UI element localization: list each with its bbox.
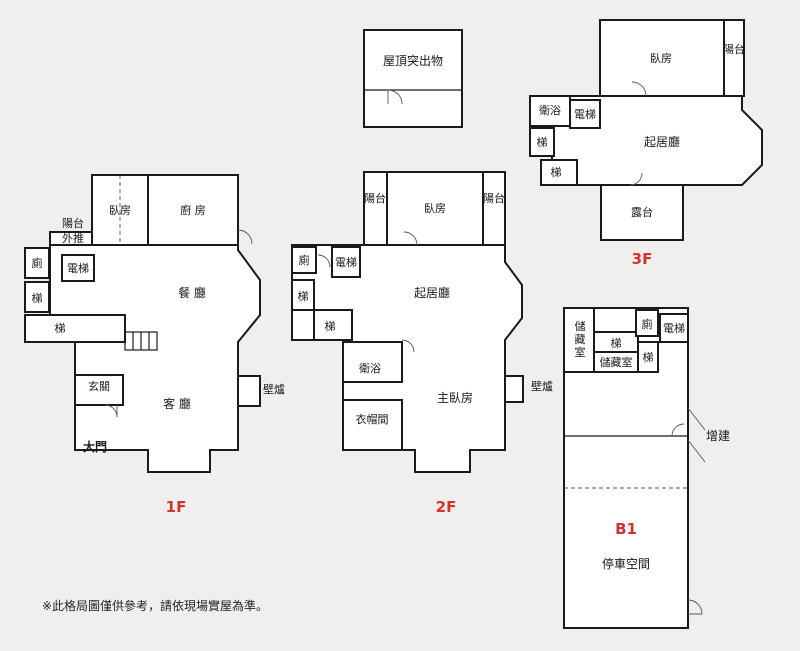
disclaimer-note: ※此格局圖僅供參考，請依現場實屋為準。 xyxy=(42,598,268,613)
3f-terrace-label: 露台 xyxy=(631,205,653,219)
2f-bathroom-label: 衛浴 xyxy=(359,362,381,375)
floor-label-2f: 2F xyxy=(436,498,457,516)
1f-balcony-label-2: 外推 xyxy=(62,231,84,245)
3f-main-outline xyxy=(551,95,763,186)
b1-toilet-room xyxy=(635,309,659,337)
floor-label-b1: B1 xyxy=(615,520,637,538)
2f-toilet-room xyxy=(291,246,317,274)
floor-b1: 儲藏室 梯 儲藏室 梯 廁 電梯 增建 B1 停車空間 xyxy=(563,307,730,629)
b1-elevator-label: 電梯 xyxy=(663,322,685,335)
2f-stairs-b-label: 梯 xyxy=(325,320,336,333)
3f-bathroom-label: 衛浴 xyxy=(539,104,561,117)
floor-3f: 臥房 陽台 衛浴 電梯 梯 梯 起居廳 露台 3F xyxy=(529,19,763,268)
3f-bedroom-label: 臥房 xyxy=(650,52,672,65)
2f-fireplace-label: 壁爐 xyxy=(531,379,553,393)
1f-entrance-label: 玄關 xyxy=(88,379,110,393)
3f-stairs-b-room xyxy=(540,159,578,186)
2f-balcony-left-room xyxy=(363,171,388,246)
1f-toilet-room xyxy=(24,247,50,279)
1f-stairs-b-label: 梯 xyxy=(55,322,66,335)
1f-kitchen-label: 廚 房 xyxy=(180,203,206,217)
floor-label-1f: 1F xyxy=(166,498,187,516)
1f-fireplace-box xyxy=(237,375,261,407)
2f-bedroom-label: 臥房 xyxy=(424,202,446,215)
roof-structure: 屋頂突出物 xyxy=(363,29,463,128)
b1-stairs-b-label: 梯 xyxy=(643,351,654,364)
b1-stairs-b-room xyxy=(637,341,659,373)
3f-balcony-label: 陽台 xyxy=(723,42,745,56)
roof-outline xyxy=(363,29,463,128)
b1-extension-label: 增建 xyxy=(706,429,730,443)
1f-entrance-room xyxy=(74,374,124,406)
b1-storage-v-label: 儲藏室 xyxy=(575,320,586,359)
2f-balcony-right-label: 陽台 xyxy=(483,191,505,205)
2f-stairs-b-room xyxy=(313,309,353,341)
2f-family-room-label: 起居廳 xyxy=(414,285,450,300)
2f-stairs-a-label: 梯 xyxy=(298,290,309,303)
1f-elevator-label: 電梯 xyxy=(67,262,89,275)
3f-stairs-a-label: 梯 xyxy=(537,136,548,149)
1f-kitchen-room xyxy=(147,174,239,246)
roof-door xyxy=(387,89,403,105)
floor-2f: 陽台 臥房 陽台 廁 電梯 梯 梯 起居廳 衛浴 衣帽間 主臥房 壁爐 2F xyxy=(291,171,553,516)
b1-stairs-a-label: 梯 xyxy=(611,337,622,350)
2f-stairs-room xyxy=(291,279,315,311)
1f-living-label: 客 廳 xyxy=(163,396,191,411)
2f-bedroom-room xyxy=(386,171,484,246)
2f-toilet-label: 廁 xyxy=(299,253,310,267)
1f-bedroom-label: 臥房 xyxy=(109,204,131,217)
3f-family-room-label: 起居廳 xyxy=(644,134,680,149)
floor-label-3f: 3F xyxy=(632,250,653,268)
3f-stairs-b-label: 梯 xyxy=(551,166,562,179)
2f-wardrobe-label: 衣帽間 xyxy=(356,412,389,426)
2f-elevator-room xyxy=(331,246,361,278)
1f-fireplace-label: 壁爐 xyxy=(263,382,285,396)
3f-elevator-room xyxy=(569,99,601,129)
2f-balcony-left-label: 陽台 xyxy=(364,191,386,205)
1f-dining-label: 餐 廳 xyxy=(178,285,206,300)
3f-elevator-label: 電梯 xyxy=(574,108,596,121)
1f-toilet-label: 廁 xyxy=(32,256,43,270)
1f-stairs-b-room xyxy=(24,314,126,343)
3f-bedroom-room xyxy=(599,19,725,97)
b1-toilet-label: 廁 xyxy=(642,317,653,331)
1f-elevator-room xyxy=(61,254,95,282)
2f-main-outline xyxy=(291,244,523,473)
2f-fireplace-box xyxy=(504,375,524,403)
2f-bathroom-room xyxy=(342,341,403,383)
b1-parking-label: 停車空間 xyxy=(602,556,650,571)
1f-main-door-label: 大門 xyxy=(83,439,107,454)
1f-stairs-room xyxy=(24,281,50,313)
b1-elevator-room xyxy=(659,313,689,343)
roof-label: 屋頂突出物 xyxy=(383,53,443,68)
2f-wardrobe-room xyxy=(342,399,403,451)
1f-balcony-label-1: 陽台 xyxy=(62,216,84,230)
2f-elevator-label: 電梯 xyxy=(335,256,357,269)
1f-stairs-a-label: 梯 xyxy=(32,292,43,305)
floor-1f: 臥房 廚 房 陽台 外推 廁 電梯 梯 梯 餐 廳 玄關 客 廳 壁爐 大門 1… xyxy=(24,174,285,516)
b1-storage-label: 儲藏室 xyxy=(600,355,633,369)
2f-balcony-right-room xyxy=(482,171,506,246)
3f-balcony-room xyxy=(723,19,745,97)
3f-terrace-room xyxy=(600,184,684,241)
2f-master-bedroom-label: 主臥房 xyxy=(437,390,473,405)
3f-stairs-room xyxy=(529,127,555,157)
